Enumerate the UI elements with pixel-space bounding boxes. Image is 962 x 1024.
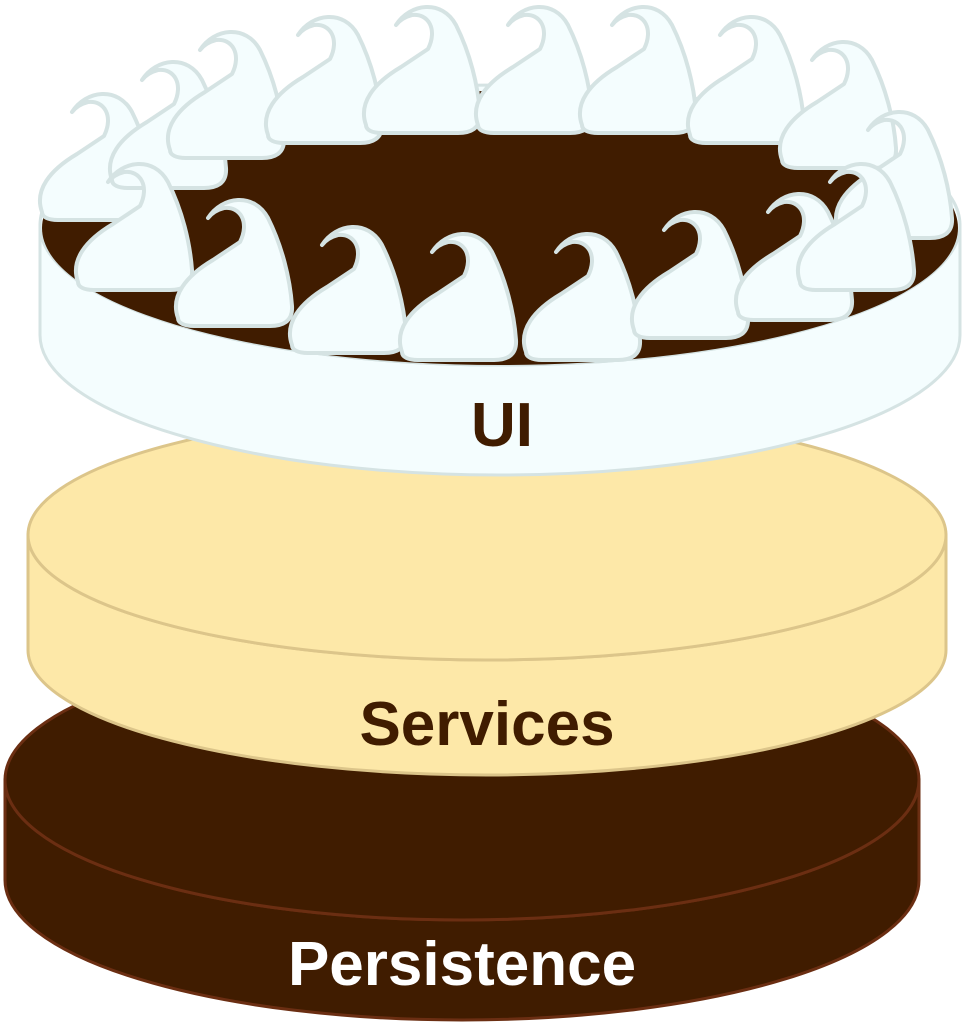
ui-layer <box>38 5 962 477</box>
services-layer <box>26 408 948 777</box>
frosting-dollop <box>796 162 917 292</box>
ui-label: UI <box>471 391 533 460</box>
frosting-dollop <box>398 232 519 362</box>
frosting-dollop <box>686 15 807 145</box>
frosting-dollop <box>264 15 385 145</box>
frosting-dollop <box>74 162 195 292</box>
frosting-dollop <box>630 210 751 340</box>
persistence-label: Persistence <box>288 930 636 999</box>
frosting-dollop <box>174 198 295 328</box>
frosting-dollop <box>578 5 699 135</box>
frosting-dollop <box>166 30 287 160</box>
frosting-dollop <box>362 5 483 135</box>
services-label: Services <box>359 690 614 759</box>
frosting-dollop <box>288 225 409 355</box>
frosting-dollop <box>474 5 595 135</box>
frosting-dollop <box>522 232 643 362</box>
